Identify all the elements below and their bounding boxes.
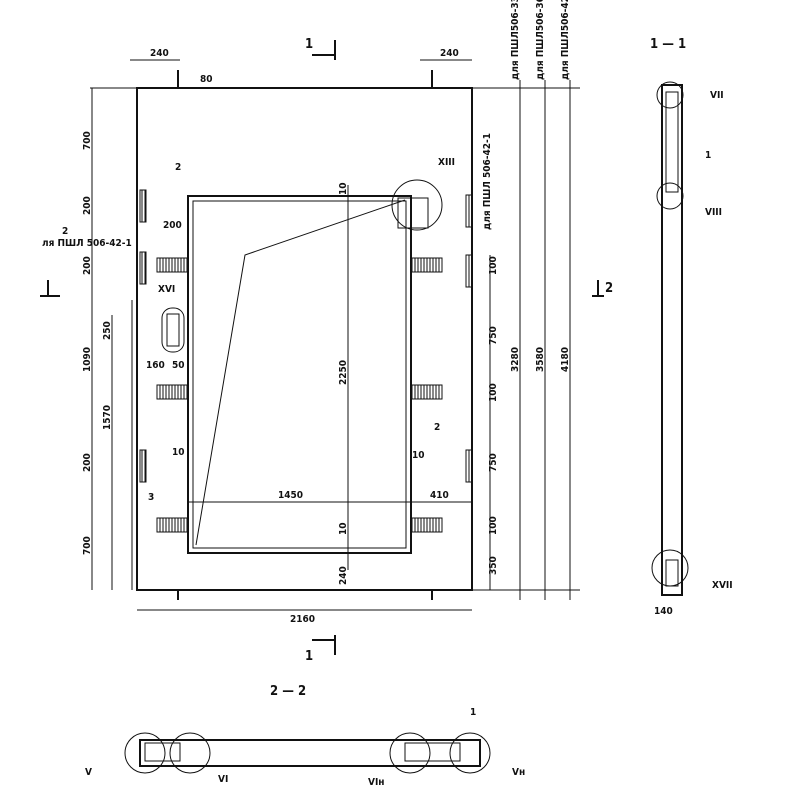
dimension-lines: [90, 59, 580, 611]
section-2-2: 2 — 2 V VI VIн Vн 1: [85, 684, 525, 788]
dim-2160: 2160: [290, 614, 315, 625]
node-label: VIн: [368, 777, 385, 788]
dim-right: 100: [488, 256, 499, 275]
dim-total: 3580: [535, 347, 546, 372]
dim-right: 100: [488, 383, 499, 402]
section-title: 1 — 1: [650, 37, 686, 52]
dim-right: 350: [488, 556, 499, 575]
node-label: VI: [218, 774, 228, 785]
dim-2250: 2250: [338, 360, 349, 385]
node-label: XIII: [438, 157, 455, 168]
dim-total: 3280: [510, 347, 521, 372]
dim-50: 50: [172, 360, 185, 371]
node-label: XVI: [158, 284, 175, 295]
dim-1450: 1450: [278, 490, 303, 501]
dim-410: 410: [430, 490, 449, 501]
pos-label: 2: [62, 226, 68, 237]
dim-left: 700: [82, 536, 93, 555]
node-label: V: [85, 767, 92, 778]
dim-right: 750: [488, 453, 499, 472]
dim-10: 10: [412, 450, 425, 461]
for-label: ля ПШЛ 506-42-1: [42, 238, 132, 249]
dimension-texts: 240 240 80 700 200 200 250 1090 1570 200…: [82, 48, 673, 625]
node-label: VII: [710, 90, 724, 101]
node-label: XVII: [712, 580, 733, 591]
for-label: для ПШЛ506-33-1: [510, 0, 521, 80]
pos-label: 1: [470, 707, 476, 718]
section-title: 2 — 2: [270, 684, 306, 699]
dim-left: 200: [82, 453, 93, 472]
dim-top-small: 80: [200, 74, 213, 85]
dim-top-right: 240: [440, 48, 459, 59]
dim-left: 200: [82, 196, 93, 215]
pos-label: 3: [148, 492, 154, 503]
panel-elevation: [136, 70, 473, 600]
dim-140: 140: [654, 606, 673, 617]
dim-top-left: 240: [150, 48, 169, 59]
pos-label: 1: [705, 150, 711, 161]
dim-left: 250: [102, 321, 113, 340]
dim-160: 160: [146, 360, 165, 371]
cut-label: 1: [305, 37, 313, 52]
dim-left: 1090: [82, 347, 93, 372]
dim-right: 100: [488, 516, 499, 535]
for-label: для ПШЛ506-36-1: [535, 0, 546, 80]
dim-right: 750: [488, 326, 499, 345]
dim-left: 700: [82, 131, 93, 150]
dim-left: 200: [82, 256, 93, 275]
pos-label: 2: [434, 422, 440, 433]
dim-240: 240: [338, 566, 349, 585]
cut-label: 1: [305, 649, 313, 664]
cut-label: 2: [605, 281, 613, 296]
dim-total: 4180: [560, 347, 571, 372]
labels: 2 2 ля ПШЛ 506-42-1 2 3 для ПШЛ 506-42-1…: [40, 0, 613, 664]
dim-10: 10: [338, 182, 349, 195]
for-label: для ПШЛ 506-42-1: [482, 133, 493, 230]
node-label: Vн: [512, 767, 525, 778]
dim-10: 10: [172, 447, 185, 458]
section-1-1: 1 — 1 VII VIII XVII 1: [650, 37, 733, 596]
pos-label: 2: [175, 162, 181, 173]
node-label: VIII: [705, 207, 722, 218]
for-label: для ПШЛ506-42-1: [560, 0, 571, 80]
dim-200: 200: [163, 220, 182, 231]
dim-left: 1570: [102, 405, 113, 430]
dim-10: 10: [338, 522, 349, 535]
